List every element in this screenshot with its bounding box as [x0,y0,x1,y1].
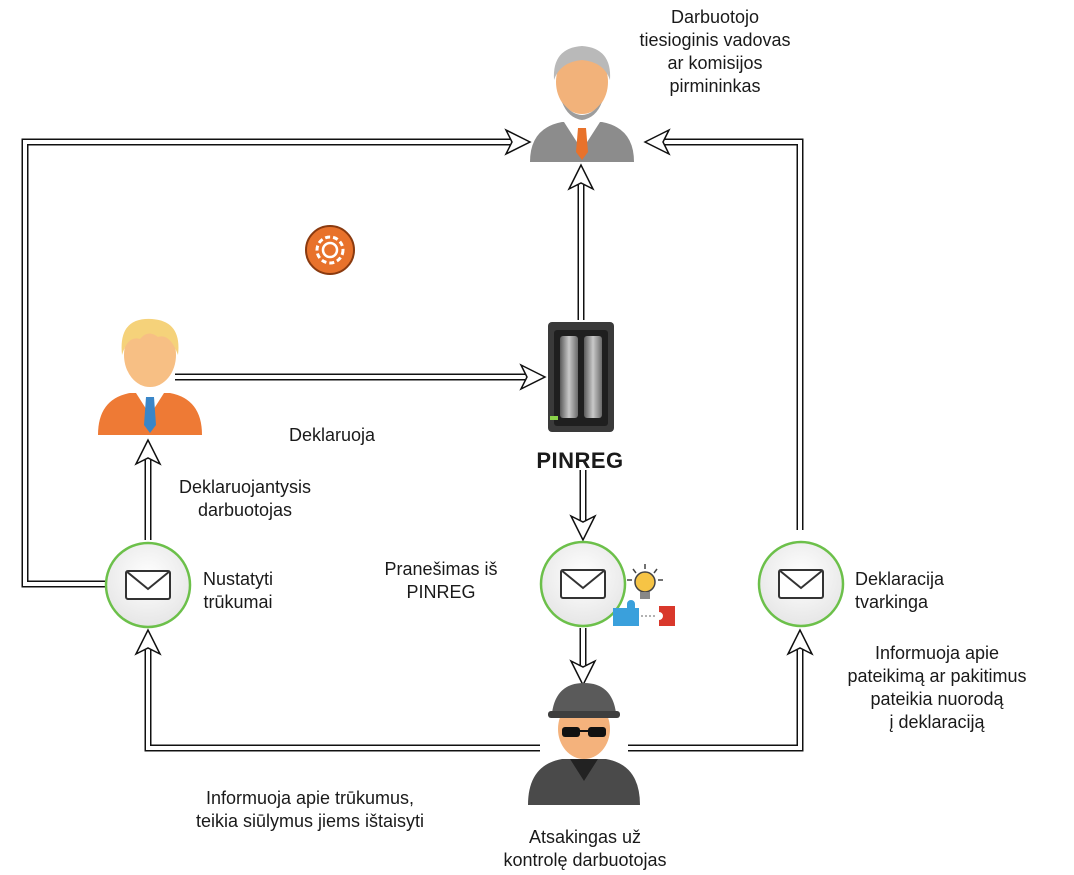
arrow-notification-to-controller [569,628,597,687]
arrow-controller-to-declaration-ok [628,628,814,752]
pinreg-label: PINREG [536,448,624,473]
declares-label: Deklaruoja [288,425,376,445]
sync-gear-icon [305,225,355,275]
declaring-employee-label: Deklaruojantysis darbuotojas [178,477,312,520]
manager-label: Darbuotojo tiesioginis vadovas ar komisi… [639,7,791,96]
declaration-ok-envelope-icon [757,540,845,628]
informs-submission-label: Informuoja apie pateikimą ar pakitimus p… [847,643,1027,732]
deficiencies-envelope-icon [104,541,192,629]
notification-label: Pranešimas iš PINREG [384,559,498,602]
controller-label: Atsakingas už kontrolę darbuotojas [503,827,667,870]
informs-deficiencies-label: Informuoja apie trūkumus, teikia siūlymu… [195,788,425,831]
arrow-deficiencies-to-employee [134,438,162,540]
arrow-pinreg-to-notification [569,470,597,542]
pinreg-server-icon [548,322,614,432]
arrow-pinreg-to-manager [567,163,595,320]
deficiencies-label: Nustatyti trūkumai [202,569,274,612]
arrow-controller-to-deficiencies [134,628,540,752]
lightbulb-puzzle-icon [613,564,675,626]
controller-avatar-icon [528,683,640,805]
connectors [21,128,814,752]
manager-avatar-icon [530,46,634,162]
declaration-ok-label: Deklaracija tvarkinga [855,569,945,612]
declaring-employee-avatar-icon [98,318,202,435]
arrow-deficiencies-to-manager [21,128,532,588]
arrow-employee-to-pinreg [175,363,547,391]
notification-envelope-icon [539,540,627,628]
arrow-declaration-ok-to-manager [643,128,804,530]
